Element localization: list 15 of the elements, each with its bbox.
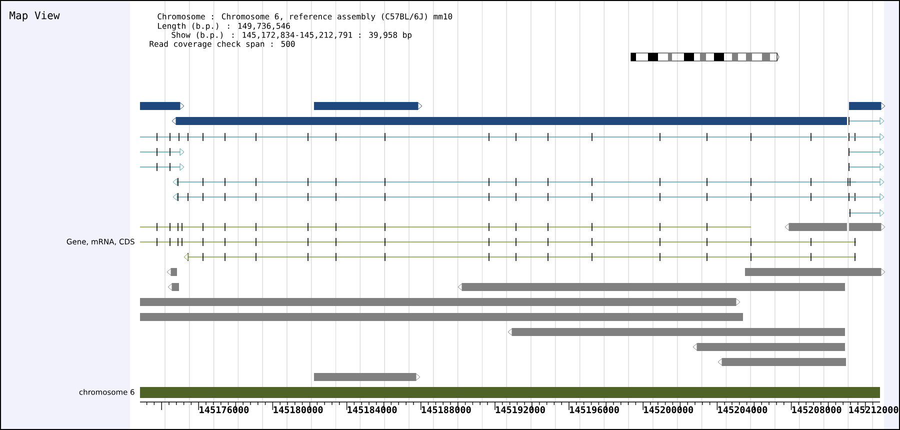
axis-label: 145200000 — [644, 406, 694, 414]
axis-label: 145184000 — [348, 406, 397, 414]
axis-label: 145212000 — [849, 406, 898, 414]
axis-label: 145204000 — [718, 406, 768, 414]
info-text: Read coverage check span : 500 — [150, 40, 295, 48]
axis-label: 145180000 — [274, 406, 323, 414]
axis-label: 145196000 — [570, 406, 619, 414]
axis-label: 145176000 — [200, 406, 249, 414]
info-text: Show (b.p.) : 145,172,834-145,212,791 : 39,958 bp — [172, 32, 412, 40]
axis-label: 145192000 — [496, 406, 545, 414]
panel-title: Map View — [10, 11, 60, 22]
info-text: Length (b.p.) : 149,736,546 — [158, 22, 290, 30]
axis-label: 145208000 — [792, 406, 842, 414]
axis-label: 145188000 — [422, 406, 471, 414]
info-text: Chromosome : Chromosome 6, reference assembly (C57BL/6J) mm10 — [158, 13, 452, 21]
